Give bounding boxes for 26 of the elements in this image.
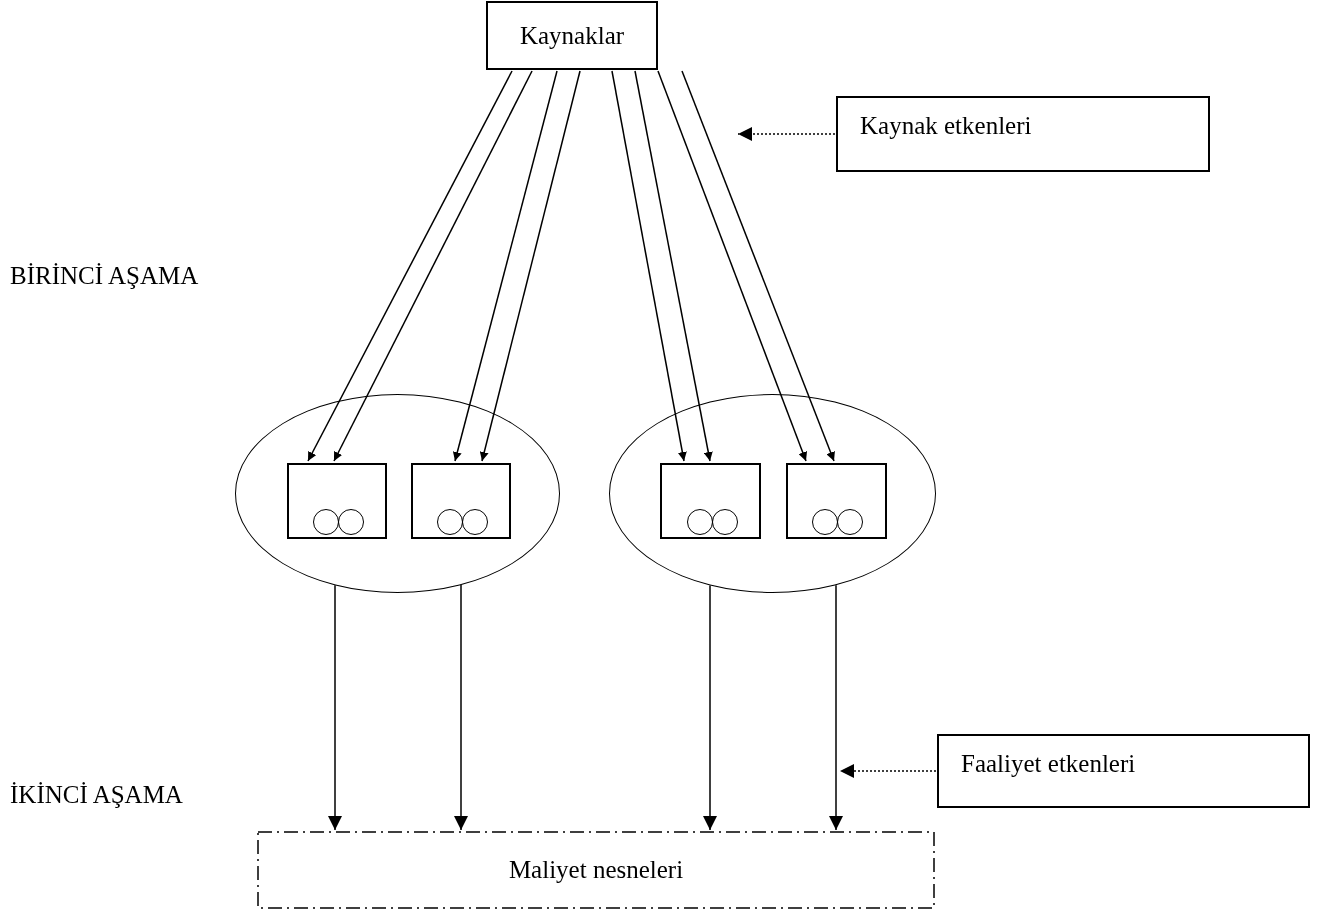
- arrow: [634, 70, 713, 462]
- driver-box: Faaliyet etkenleri: [937, 734, 1310, 808]
- leader-arrow: [737, 127, 836, 141]
- stage-label: İKİNCİ AŞAMA: [10, 781, 183, 809]
- arrow: [328, 584, 342, 831]
- arrow: [681, 70, 835, 462]
- arrow: [657, 70, 807, 462]
- arrow: [611, 70, 687, 462]
- activity-pool-ellipse: [235, 394, 560, 593]
- arrow: [479, 70, 581, 462]
- arrow: [452, 70, 558, 462]
- leader-arrow: [839, 764, 937, 778]
- stage-label: BİRİNCİ AŞAMA: [10, 262, 199, 290]
- driver-box: Kaynak etkenleri: [836, 96, 1210, 172]
- resource-box: Kaynaklar: [486, 1, 658, 70]
- activity-pool-ellipse: [609, 394, 936, 593]
- arrow: [333, 70, 533, 462]
- activity-box: [786, 463, 887, 539]
- activity-box: [287, 463, 387, 539]
- activity-box: [411, 463, 511, 539]
- arrow: [703, 584, 717, 831]
- activity-box: [660, 463, 761, 539]
- cost-object-box: Maliyet nesneleri: [257, 831, 935, 909]
- arrow: [454, 584, 468, 831]
- arrow: [829, 584, 843, 831]
- arrow: [307, 70, 513, 462]
